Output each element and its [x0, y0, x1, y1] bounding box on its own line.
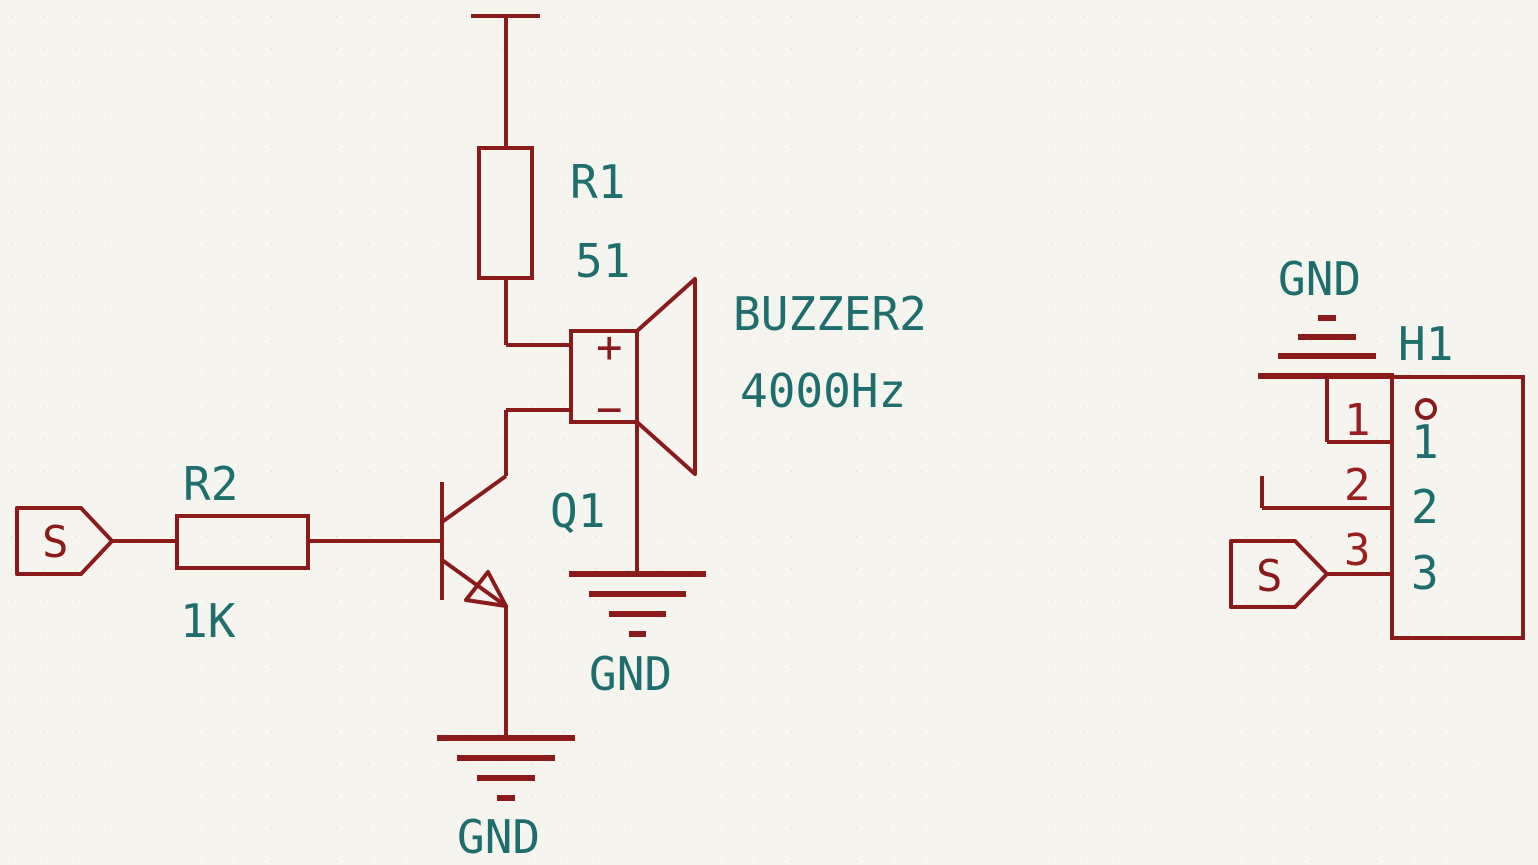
h1-pin-name-2: 2	[1411, 480, 1439, 534]
h1-pin-number-1: 1	[1344, 395, 1371, 446]
h1-pin-number-2: 2	[1344, 460, 1371, 511]
signal-label-text-left: S	[42, 517, 69, 568]
gnd-label-emitter: GND	[457, 810, 540, 864]
wire-buzzer-to-collector[interactable]	[504, 408, 571, 476]
r2-reference: R2	[183, 457, 238, 511]
resistor-r1[interactable]	[477, 146, 571, 347]
buzzer-buzzer2[interactable]	[569, 277, 697, 573]
q1-reference: Q1	[550, 484, 605, 538]
signal-label-text-right: S	[1256, 551, 1283, 602]
ground-symbol-buzzer[interactable]	[569, 571, 706, 637]
h1-pin-number-3: 3	[1344, 525, 1371, 576]
h1-pin-name-3: 3	[1411, 546, 1439, 600]
signal-label-s-left[interactable]	[15, 506, 114, 576]
r1-value: 51	[575, 234, 630, 288]
buzzer-minus-sign: −	[596, 384, 623, 435]
r1-reference: R1	[570, 155, 625, 209]
connector-h1[interactable]	[1260, 375, 1525, 640]
resistor-r2[interactable]	[112, 514, 442, 570]
buzzer-plus-sign: +	[596, 322, 623, 373]
signal-label-s-right[interactable]	[1229, 539, 1329, 609]
gnd-label-buzzer: GND	[589, 647, 672, 701]
ground-symbol-emitter[interactable]	[437, 735, 575, 801]
h1-reference: H1	[1398, 317, 1453, 371]
gnd-label-header: GND	[1278, 252, 1361, 306]
power-supply-symbol[interactable]	[471, 14, 540, 148]
buzzer-reference: BUZZER2	[733, 287, 927, 341]
buzzer-value: 4000Hz	[740, 364, 906, 418]
h1-pin-name-1: 1	[1411, 415, 1439, 469]
r2-value: 1K	[180, 594, 236, 648]
